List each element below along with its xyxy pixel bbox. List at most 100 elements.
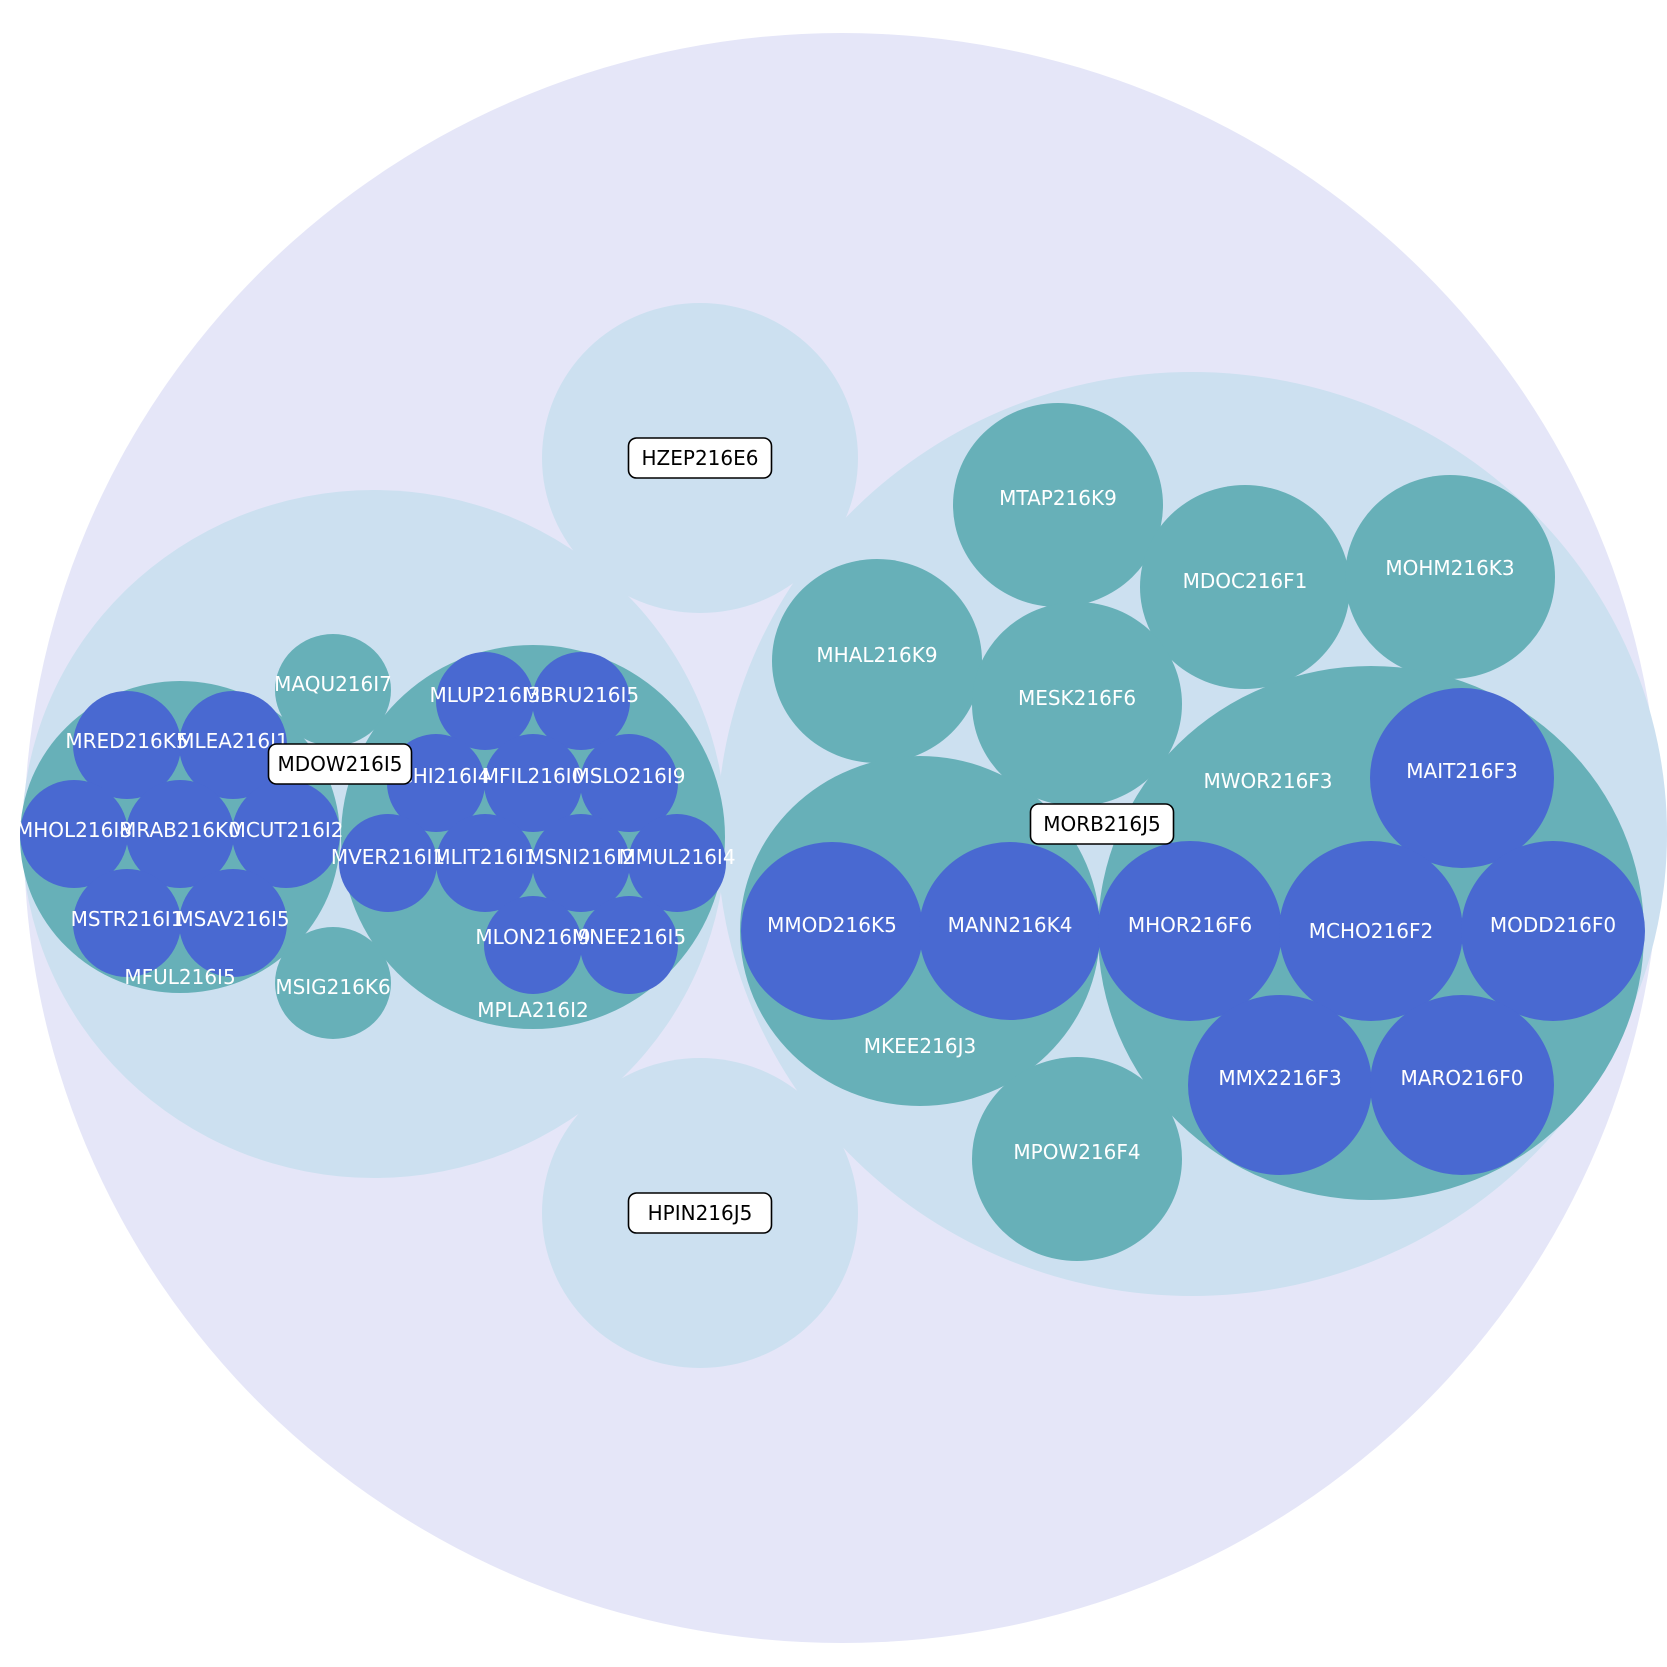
label-text-mcho: MCHO216F2 — [1309, 919, 1433, 943]
circle-mlea — [179, 691, 287, 799]
label-hpin: HPIN216J5 — [627, 1192, 773, 1234]
circle-mver — [339, 814, 437, 912]
label-text-mslo: MSLO216I9 — [573, 764, 686, 788]
label-mfil: MFIL216I0 — [482, 764, 585, 788]
label-text-mhor: MHOR216F6 — [1128, 913, 1252, 937]
label-mesk: MESK216F6 — [1018, 686, 1136, 710]
circle-mstr — [73, 869, 181, 977]
circle-maqu — [275, 634, 391, 746]
label-mpla: MPLA216I2 — [477, 998, 588, 1022]
label-msav: MSAV216I5 — [176, 907, 289, 931]
label-mlit: MLIT216I1 — [433, 845, 536, 869]
label-text-mmul: MMUL216I4 — [618, 845, 735, 869]
circle-mlon — [484, 896, 582, 994]
label-mann: MANN216K4 — [948, 913, 1073, 937]
circle-mpow — [972, 1057, 1182, 1261]
label-text-mdoc: MDOC216F1 — [1183, 569, 1308, 593]
label-text-mesk: MESK216F6 — [1018, 686, 1136, 710]
circle-mslo — [580, 734, 678, 832]
label-mdoc: MDOC216F1 — [1183, 569, 1308, 593]
label-mlon: MLON216I9 — [475, 925, 590, 949]
circle-mhor — [1098, 841, 1282, 1021]
circle-mann — [919, 842, 1101, 1020]
label-text-modd: MODD216F0 — [1490, 913, 1616, 937]
circle-mnee — [580, 896, 678, 994]
label-msni: MSNI216I2 — [527, 845, 635, 869]
circle-mmod — [741, 842, 923, 1020]
circle-mlit — [436, 814, 534, 912]
circle-modd — [1461, 841, 1645, 1021]
label-maro: MARO216F0 — [1401, 1066, 1524, 1090]
circle-mait — [1370, 688, 1554, 868]
label-text-mwor: MWOR216F3 — [1203, 769, 1332, 793]
label-text-mhol: MHOL216I8 — [16, 818, 132, 842]
label-morb: MORB216J5 — [1029, 803, 1175, 845]
label-text-mstr: MSTR216I1 — [71, 907, 184, 931]
label-text-maqu: MAQU216I7 — [274, 672, 392, 696]
label-mcut: MCUT216I2 — [229, 818, 344, 842]
label-text-mcut: MCUT216I2 — [229, 818, 344, 842]
label-mhol: MHOL216I8 — [16, 818, 132, 842]
circle-mhol — [20, 780, 128, 888]
circle-maro — [1370, 995, 1554, 1175]
label-mful: MFUL216I5 — [124, 965, 235, 989]
label-text-mkee: MKEE216J3 — [864, 1034, 976, 1058]
label-text-mful: MFUL216I5 — [124, 965, 235, 989]
label-mmx2: MMX2216F3 — [1218, 1066, 1341, 1090]
label-maqu: MAQU216I7 — [274, 672, 392, 696]
circle-mbru — [532, 652, 630, 750]
label-text-mait: MAIT216F3 — [1406, 759, 1517, 783]
circle-mcut — [232, 780, 340, 888]
label-hzep: HZEP216E6 — [627, 437, 773, 479]
circle-mcho — [1279, 841, 1463, 1021]
label-mrab: MRAB216K0 — [119, 818, 241, 842]
label-mwor: MWOR216F3 — [1203, 769, 1332, 793]
label-text-morb: MORB216J5 — [1043, 812, 1160, 836]
label-mdow: MDOW216I5 — [267, 743, 413, 785]
label-text-mmod: MMOD216K5 — [767, 913, 897, 937]
label-mnee: MNEE216I5 — [572, 925, 686, 949]
label-box-morb — [1029, 803, 1175, 845]
label-text-mann: MANN216K4 — [948, 913, 1073, 937]
label-mbru: MBRU216I5 — [523, 683, 639, 707]
circle-mohm — [1345, 475, 1555, 679]
label-mmul: MMUL216I4 — [618, 845, 735, 869]
label-text-mmx2: MMX2216F3 — [1218, 1066, 1341, 1090]
label-text-mdow: MDOW216I5 — [278, 752, 403, 776]
circle-msni — [532, 814, 630, 912]
label-box-hpin — [627, 1192, 773, 1234]
circle-mhal — [772, 559, 982, 763]
label-text-mtap: MTAP216K9 — [999, 486, 1117, 510]
label-mcho: MCHO216F2 — [1309, 919, 1433, 943]
label-mkee: MKEE216J3 — [864, 1034, 976, 1058]
label-text-mver: MVER216I1 — [331, 845, 445, 869]
label-text-mlon: MLON216I9 — [475, 925, 590, 949]
label-text-mred: MRED216K5 — [65, 729, 188, 753]
label-mait: MAIT216F3 — [1406, 759, 1517, 783]
label-mred: MRED216K5 — [65, 729, 188, 753]
circle-mtap — [953, 403, 1163, 607]
label-text-mfil: MFIL216I0 — [482, 764, 585, 788]
label-mhal: MHAL216K9 — [816, 643, 937, 667]
circle-mred — [73, 691, 181, 799]
label-text-msig: MSIG216K6 — [275, 975, 390, 999]
label-msig: MSIG216K6 — [275, 975, 390, 999]
label-text-mpla: MPLA216I2 — [477, 998, 588, 1022]
circle-mrab — [126, 780, 234, 888]
circle-mesk — [972, 602, 1182, 806]
label-text-maro: MARO216F0 — [1401, 1066, 1524, 1090]
circle-mdoc — [1140, 485, 1350, 689]
circle-mfil — [484, 734, 582, 832]
label-mver: MVER216I1 — [331, 845, 445, 869]
label-mpow: MPOW216F4 — [1013, 1140, 1140, 1164]
label-text-mlit: MLIT216I1 — [433, 845, 536, 869]
label-text-msni: MSNI216I2 — [527, 845, 635, 869]
label-modd: MODD216F0 — [1490, 913, 1616, 937]
label-text-msav: MSAV216I5 — [176, 907, 289, 931]
label-mtap: MTAP216K9 — [999, 486, 1117, 510]
label-text-mbru: MBRU216I5 — [523, 683, 639, 707]
label-mstr: MSTR216I1 — [71, 907, 184, 931]
label-text-mrab: MRAB216K0 — [119, 818, 241, 842]
